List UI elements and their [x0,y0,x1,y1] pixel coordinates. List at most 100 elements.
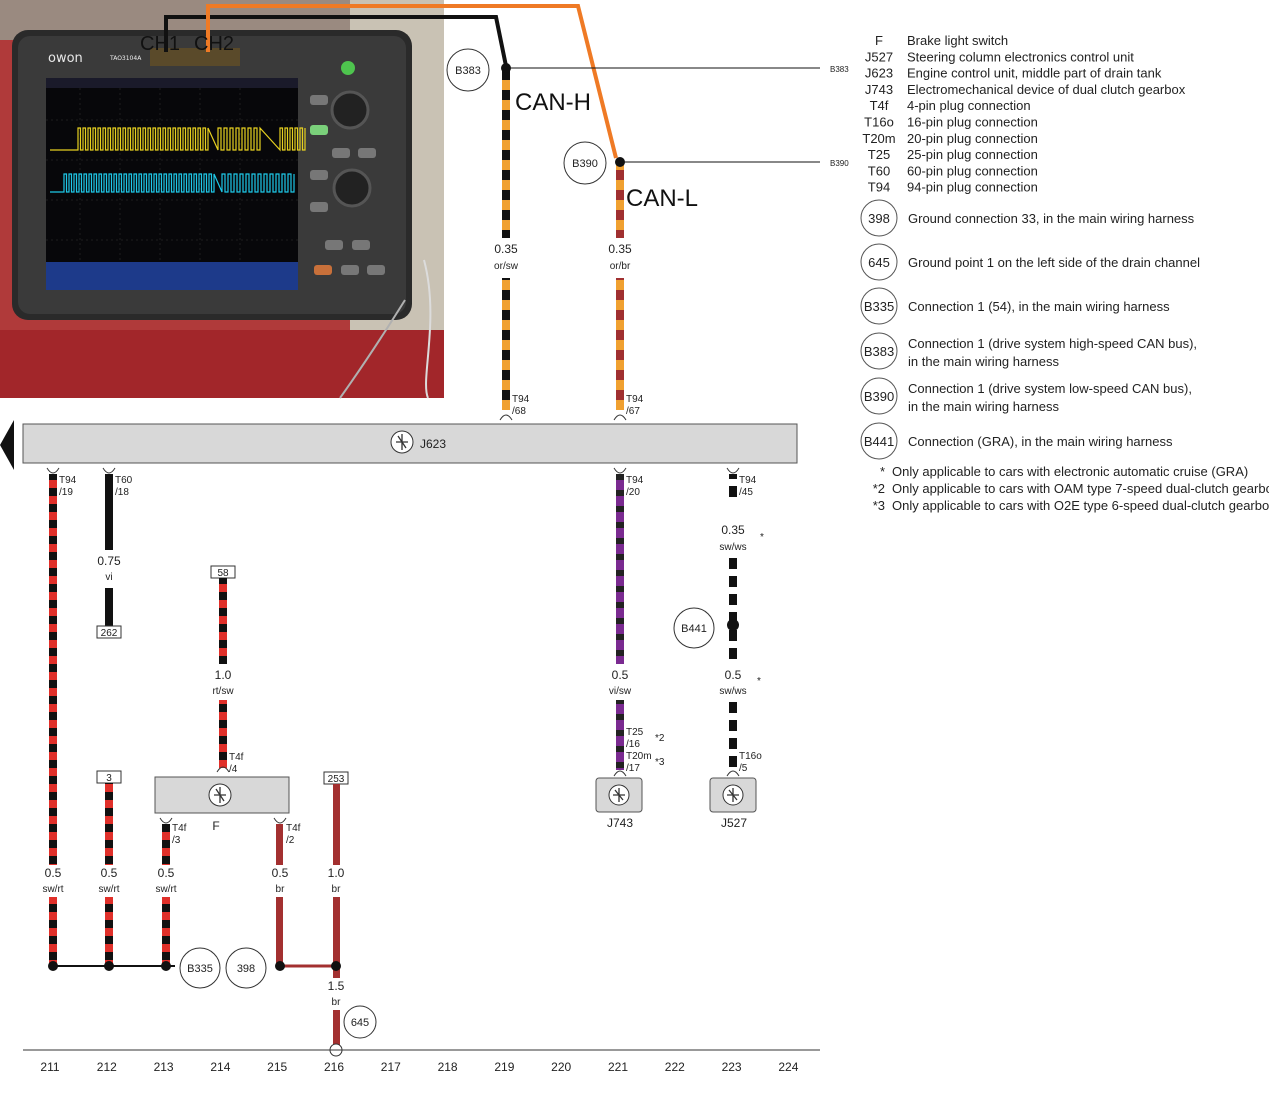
svg-text:B335: B335 [187,963,213,975]
legend-text: Steering column electronics control unit [907,49,1134,64]
legend-text: 4-pin plug connection [907,98,1031,113]
svg-text:T94: T94 [739,475,757,486]
svg-text:sw/rt: sw/rt [155,884,176,895]
column-number: 224 [778,1060,798,1074]
f-label: F [212,819,219,833]
svg-text:1.0: 1.0 [215,668,232,682]
svg-text:/16: /16 [626,739,640,750]
svg-text:vi/sw: vi/sw [609,686,632,697]
column-number: 211 [40,1060,59,1074]
column-number: 214 [210,1060,230,1074]
svg-text:sw/ws: sw/ws [719,542,746,553]
legend-code: T25 [868,147,890,162]
column-number: 223 [722,1060,742,1074]
svg-text:*3: *3 [655,757,665,768]
b383-edge-label: B383 [830,65,849,74]
svg-text:T16o: T16o [739,751,762,762]
legend-connector-code: B335 [864,299,894,314]
legend-connector-text: Ground point 1 on the left side of the d… [908,255,1200,270]
can-h-wire [502,278,510,410]
svg-text:/2: /2 [286,835,295,846]
legend-footnotes: *Only applicable to cars with electronic… [873,464,1269,513]
legend-code: J623 [865,66,893,81]
wire-211 [49,474,57,966]
footnote-text: Only applicable to cars with electronic … [892,464,1248,479]
legend-code: T4f [870,98,889,113]
b335-connector [179,947,221,989]
svg-text:B383: B383 [455,65,481,77]
ch1-probe-wire [164,15,508,67]
svg-text:0.5: 0.5 [45,866,62,880]
svg-text:T4f: T4f [172,823,187,834]
b390-connector [563,141,607,185]
legend-connector-icon [860,422,898,460]
svg-text:0.35: 0.35 [494,242,518,256]
legend-connector-icon [860,243,898,281]
legend-text: Brake light switch [907,33,1008,48]
column-number: 220 [551,1060,571,1074]
svg-text:sw/rt: sw/rt [98,884,119,895]
terminal-3: 3 [106,773,112,784]
legend-connector-code: 645 [868,255,890,270]
can-h-label: CAN-H [515,89,591,116]
legend-connector-icon [860,377,898,415]
svg-text:T94: T94 [626,394,644,405]
brand-label: owon [48,51,83,66]
svg-text:0.5: 0.5 [158,866,175,880]
svg-text:1.0: 1.0 [328,866,345,880]
svg-text:B390: B390 [572,158,598,170]
j527-label: J527 [721,816,747,830]
footnote-mark: *3 [873,498,885,513]
svg-text:/68: /68 [512,406,526,417]
model-label: TAO3104A [109,55,142,62]
legend-text: 94-pin plug connection [907,180,1038,195]
terminal-58: 58 [217,568,229,579]
legend-code: T20m [862,131,895,146]
b441-connector [673,607,715,649]
terminal-262: 262 [101,628,118,639]
column-number: 221 [608,1060,628,1074]
svg-text:T4f: T4f [229,752,244,763]
legend-connector-code: B441 [864,434,894,449]
legend-connector-text: in the main wiring harness [908,399,1060,414]
footnote-mark: *2 [873,481,885,496]
terminal-253: 253 [328,774,345,785]
legend-code: T60 [868,163,890,178]
svg-text:/4: /4 [229,764,238,775]
svg-text:/67: /67 [626,406,640,417]
ch2-waveform [50,173,295,193]
legend-code: J743 [865,82,893,97]
svg-text:T4f: T4f [286,823,301,834]
svg-text:/20: /20 [626,487,640,498]
can-l-label: CAN-L [626,185,698,212]
svg-text:0.35: 0.35 [721,523,745,537]
svg-text:br: br [332,997,342,1008]
b383-connector [446,48,490,92]
svg-text:T94: T94 [626,475,644,486]
svg-text:0.5: 0.5 [101,866,118,880]
legend-connector-text: in the main wiring harness [908,354,1060,369]
svg-text:*: * [760,532,764,543]
legend-connector-icon [860,287,898,325]
svg-text:/17: /17 [626,763,640,774]
can-l-wire [616,162,624,238]
legend-connector-text: Connection 1 (drive system low-speed CAN… [908,381,1192,396]
j623-label: J623 [420,437,446,451]
knob-icon [332,168,372,208]
legend-text: 16-pin plug connection [907,115,1038,130]
svg-text:1.5: 1.5 [328,979,345,993]
ground-645 [343,1005,377,1039]
footnote-text: Only applicable to cars with O2E type 6-… [892,498,1269,513]
legend-text: Engine control unit, middle part of drai… [907,66,1162,81]
svg-text:0.5: 0.5 [272,866,289,880]
legend-connector-text: Connection 1 (54), in the main wiring ha… [908,299,1170,314]
legend-text: 20-pin plug connection [907,131,1038,146]
svg-text:or/br: or/br [610,261,631,272]
svg-text:0.35: 0.35 [608,242,632,256]
oscilloscope-photo: owon TAO3104A [0,0,444,399]
svg-text:T94: T94 [59,475,77,486]
wire-221 [616,474,624,664]
legend-connector-text: Ground connection 33, in the main wiring… [908,211,1195,226]
wire-223 [729,474,737,504]
